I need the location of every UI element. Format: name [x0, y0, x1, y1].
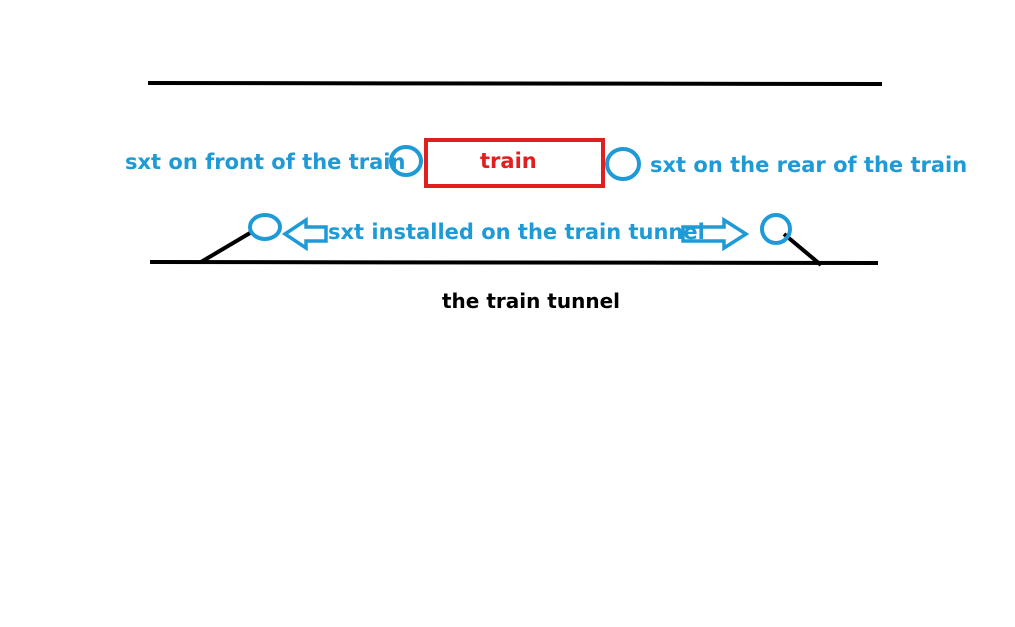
front-sxt-icon — [389, 145, 423, 177]
tunnel-sxt-label: sxt installed on the train tunnel — [328, 220, 705, 244]
tunnel-label: the train tunnel — [442, 289, 620, 313]
tunnel-top-wall — [147, 81, 883, 86]
right-arrow-icon — [681, 216, 750, 252]
tunnel-bottom-wall — [149, 260, 879, 265]
left-arrow-icon — [281, 216, 328, 252]
left-tunnel-sxt-icon — [248, 213, 282, 241]
front-sxt-label: sxt on front of the train — [125, 150, 406, 174]
rear-sxt-icon — [605, 147, 641, 181]
right-tunnel-sxt-icon — [760, 213, 792, 245]
train-label: train — [480, 149, 537, 173]
left-tunnel-mount — [199, 231, 252, 264]
train-box — [424, 138, 605, 188]
right-tunnel-mount — [782, 232, 823, 267]
rear-sxt-label: sxt on the rear of the train — [650, 153, 968, 177]
